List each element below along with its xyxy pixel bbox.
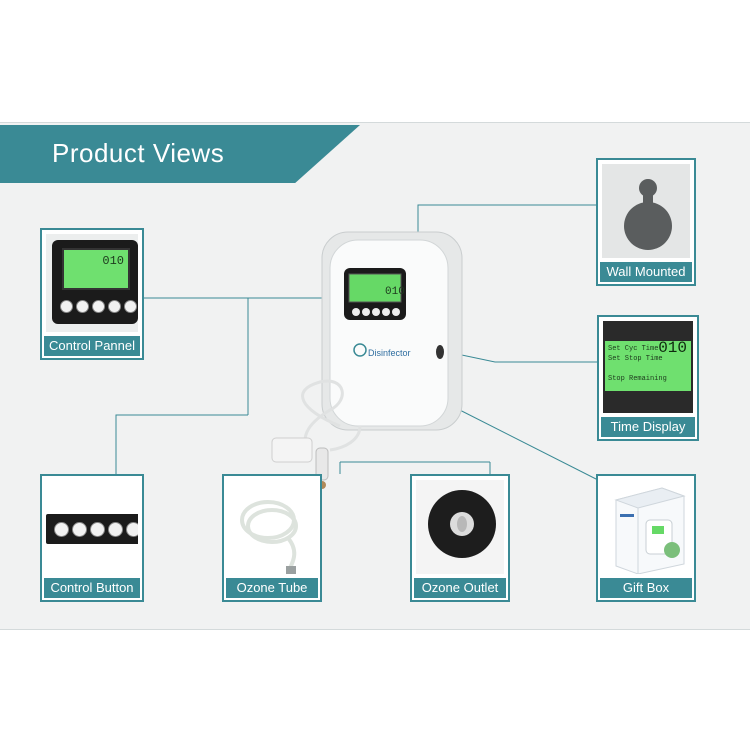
lcd-digits: 010 — [658, 339, 687, 357]
wall-mounted-label: Wall Mounted — [600, 262, 692, 282]
lcd-row-3: Stop Remaining — [608, 375, 667, 383]
control-panel-label: Control Pannel — [44, 336, 140, 356]
keyhole-slot-icon — [624, 179, 672, 250]
device-lcd-digits: 010 — [385, 286, 405, 298]
control-button-card: Control Button — [40, 474, 144, 602]
control-panel-lcd-digits: 010 — [102, 254, 124, 268]
control-button-photo — [46, 480, 138, 574]
lcd-row-2: Set Stop Time — [608, 355, 663, 363]
banner-title: Product Views — [52, 138, 225, 168]
gift-box-card: Gift Box — [596, 474, 696, 602]
gift-box-photo — [602, 480, 690, 574]
ozone-tube-card: Ozone Tube — [222, 474, 322, 602]
control-panel-photo: 010 — [46, 234, 138, 332]
outlet-nozzle-icon — [428, 490, 496, 558]
ozone-outlet-card: Ozone Outlet — [410, 474, 510, 602]
gift-box-label: Gift Box — [600, 578, 692, 598]
ozone-tube-label: Ozone Tube — [226, 578, 318, 598]
wall-mounted-card: Wall Mounted — [596, 158, 696, 286]
lcd-row-1: Set Cyc Time — [608, 345, 659, 353]
banner — [0, 125, 360, 183]
time-display-label: Time Display — [601, 417, 695, 437]
device-brand: Disinfector — [368, 348, 411, 358]
control-button-label: Control Button — [44, 578, 140, 598]
wall-mount-photo — [602, 164, 690, 258]
tube-coil-icon — [240, 500, 298, 574]
control-panel-card: 010 Control Pannel — [40, 228, 144, 360]
ozone-outlet-photo — [416, 480, 504, 574]
ozone-outlet-label: Ozone Outlet — [414, 578, 506, 598]
ozone-tube-photo — [228, 480, 316, 574]
time-display-photo: Set Cyc Time Set Stop Time Stop Remainin… — [603, 321, 693, 413]
time-display-card: Set Cyc Time Set Stop Time Stop Remainin… — [597, 315, 699, 441]
gift-box-icon — [614, 487, 686, 574]
